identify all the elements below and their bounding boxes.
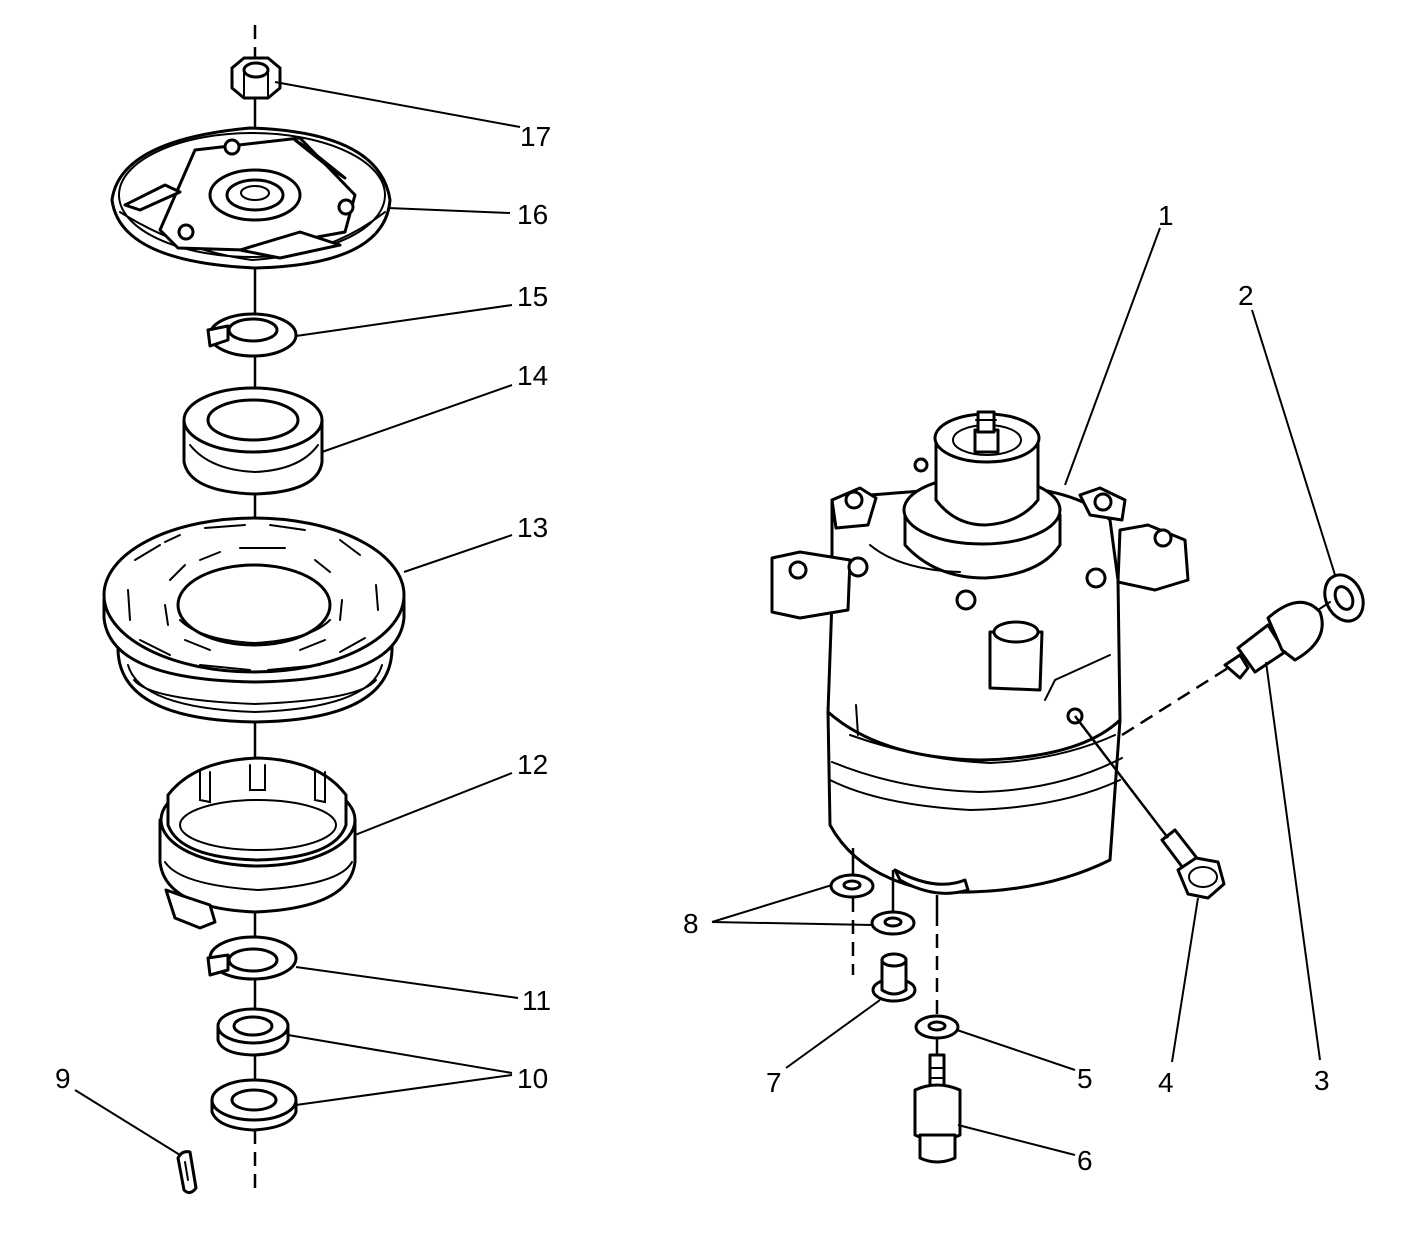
part-10-shims [210, 1007, 298, 1132]
callout-3: 3 [1314, 1065, 1330, 1096]
callout-9: 9 [55, 1063, 71, 1094]
callout-7: 7 [766, 1067, 782, 1098]
callout-12: 12 [517, 749, 548, 780]
part-16-clutch-drive-plate [110, 126, 392, 270]
part-15-retainer-ring [206, 312, 298, 358]
part-5-seal-washer [914, 1014, 960, 1040]
callout-13: 13 [517, 512, 548, 543]
part-13-pulley-rotor [102, 516, 406, 724]
part-6-relief-valve [913, 1053, 962, 1164]
callout-1: 1 [1158, 200, 1174, 231]
part-3-switch [1223, 600, 1331, 680]
callout-4: 4 [1158, 1067, 1174, 1098]
callout-10: 10 [517, 1063, 548, 1094]
part-14-pulley-bearing [182, 386, 324, 496]
callout-17: 17 [520, 121, 551, 152]
callout-labels: 17 16 15 14 13 12 11 10 9 8 7 6 5 4 3 2 … [55, 121, 1330, 1176]
part-9-key [176, 1150, 198, 1195]
callout-6: 6 [1077, 1145, 1093, 1176]
clutch-assembly-stack [102, 25, 406, 1195]
callout-15: 15 [517, 281, 548, 312]
part-12-clutch-coil [158, 756, 357, 930]
part-2-o-ring [1323, 573, 1365, 623]
callout-8: 8 [683, 908, 699, 939]
leader-lines [74, 81, 1336, 1156]
part-17-nut [230, 56, 282, 100]
callout-14: 14 [517, 360, 548, 391]
callout-11: 11 [522, 985, 551, 1016]
part-1-compressor [770, 410, 1190, 895]
part-8-washers [829, 873, 916, 936]
part-11-retainer-ring [206, 935, 298, 981]
part-7-dowel-pin [871, 952, 917, 1003]
callout-2: 2 [1238, 280, 1254, 311]
part-4-bolt [1160, 828, 1226, 900]
callout-16: 16 [517, 199, 548, 230]
callout-5: 5 [1077, 1063, 1093, 1094]
assembly-axes-right [851, 666, 1229, 1055]
